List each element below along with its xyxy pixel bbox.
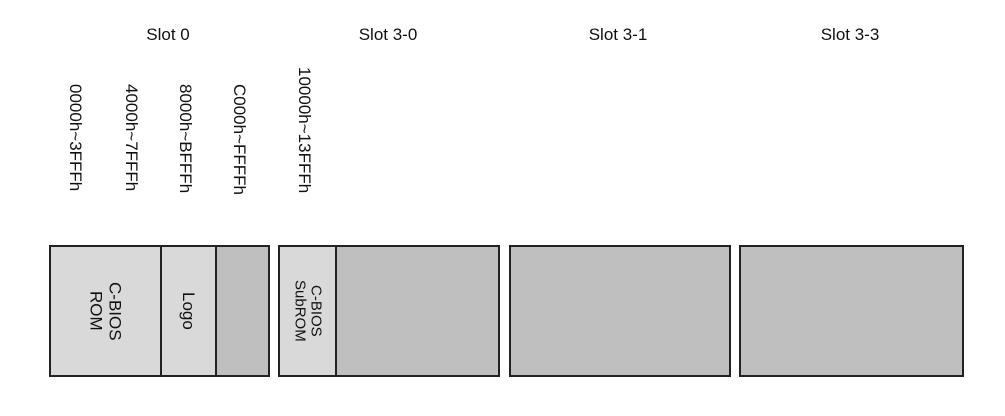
slot-0-title: Slot 0: [146, 25, 190, 44]
slot-3-0-box: C-BIOS SubROM: [278, 245, 500, 377]
cbios-rom-label: C-BIOS ROM: [86, 281, 125, 341]
logo-label: Logo: [179, 292, 198, 330]
slot-0-box: C-BIOS ROM Logo: [49, 245, 270, 377]
slot-3-0-title: Slot 3-0: [358, 25, 418, 44]
slot-3-3-title: Slot 3-3: [820, 25, 880, 44]
slot-3-1-box: [509, 245, 731, 377]
cbios-subrom-label: C-BIOS SubROM: [291, 280, 325, 342]
empty-block: [215, 247, 268, 375]
address-label: 10000h~13FFFh: [295, 67, 314, 194]
logo-block: Logo: [160, 247, 215, 375]
cbios-subrom-block: C-BIOS SubROM: [280, 247, 335, 375]
cbios-rom-block: C-BIOS ROM: [51, 247, 160, 375]
address-label: 8000h~BFFFh: [176, 84, 195, 194]
slot-3-1-title: Slot 3-1: [588, 25, 648, 44]
address-label: C000h~FFFFh: [230, 84, 249, 196]
address-label: 4000h~7FFFh: [122, 84, 141, 192]
empty-block: [335, 247, 498, 375]
address-label: 0000h~3FFFh: [66, 84, 85, 192]
slot-3-3-box: [739, 245, 964, 377]
